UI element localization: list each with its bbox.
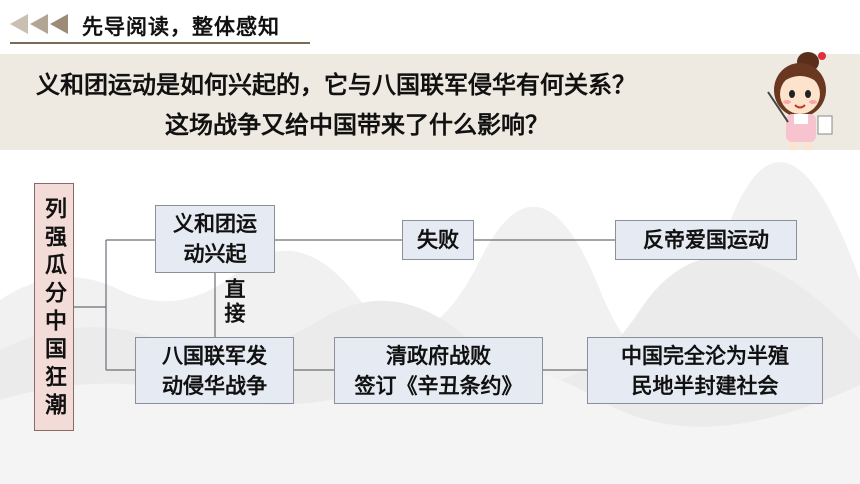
triple-left-arrows-icon [10,14,68,34]
box-boxer-protocol: 清政府战败 签订《辛丑条约》 [334,337,543,404]
box-yihetuan-rise: 义和团运 动兴起 [155,205,275,273]
box-semi-colonial-society: 中国完全沦为半殖 民地半封建社会 [587,337,823,404]
root-box-partition-of-china: 列强瓜分中国狂潮 [34,183,74,431]
question-line-1: 义和团运动是如何兴起的，它与八国联军侵华有何关系？ [36,71,636,99]
box-anti-imperialist-movement: 反帝爱国运动 [615,220,797,260]
teacher-girl-illustration [767,52,833,150]
section-header: 先导阅读，整体感知 [0,0,860,50]
direct-link-label: 直接 [222,278,246,326]
box-eight-nation-invasion: 八国联军发 动侵华战争 [135,337,294,404]
question-line-2: 这场战争又给中国带来了什么影响？ [165,111,549,139]
box-failure: 失败 [402,220,474,260]
section-title: 先导阅读，整体感知 [82,15,280,39]
question-band: 义和团运动是如何兴起的，它与八国联军侵华有何关系？ 这场战争又给中国带来了什么影… [0,54,860,150]
header-underline [10,42,310,44]
